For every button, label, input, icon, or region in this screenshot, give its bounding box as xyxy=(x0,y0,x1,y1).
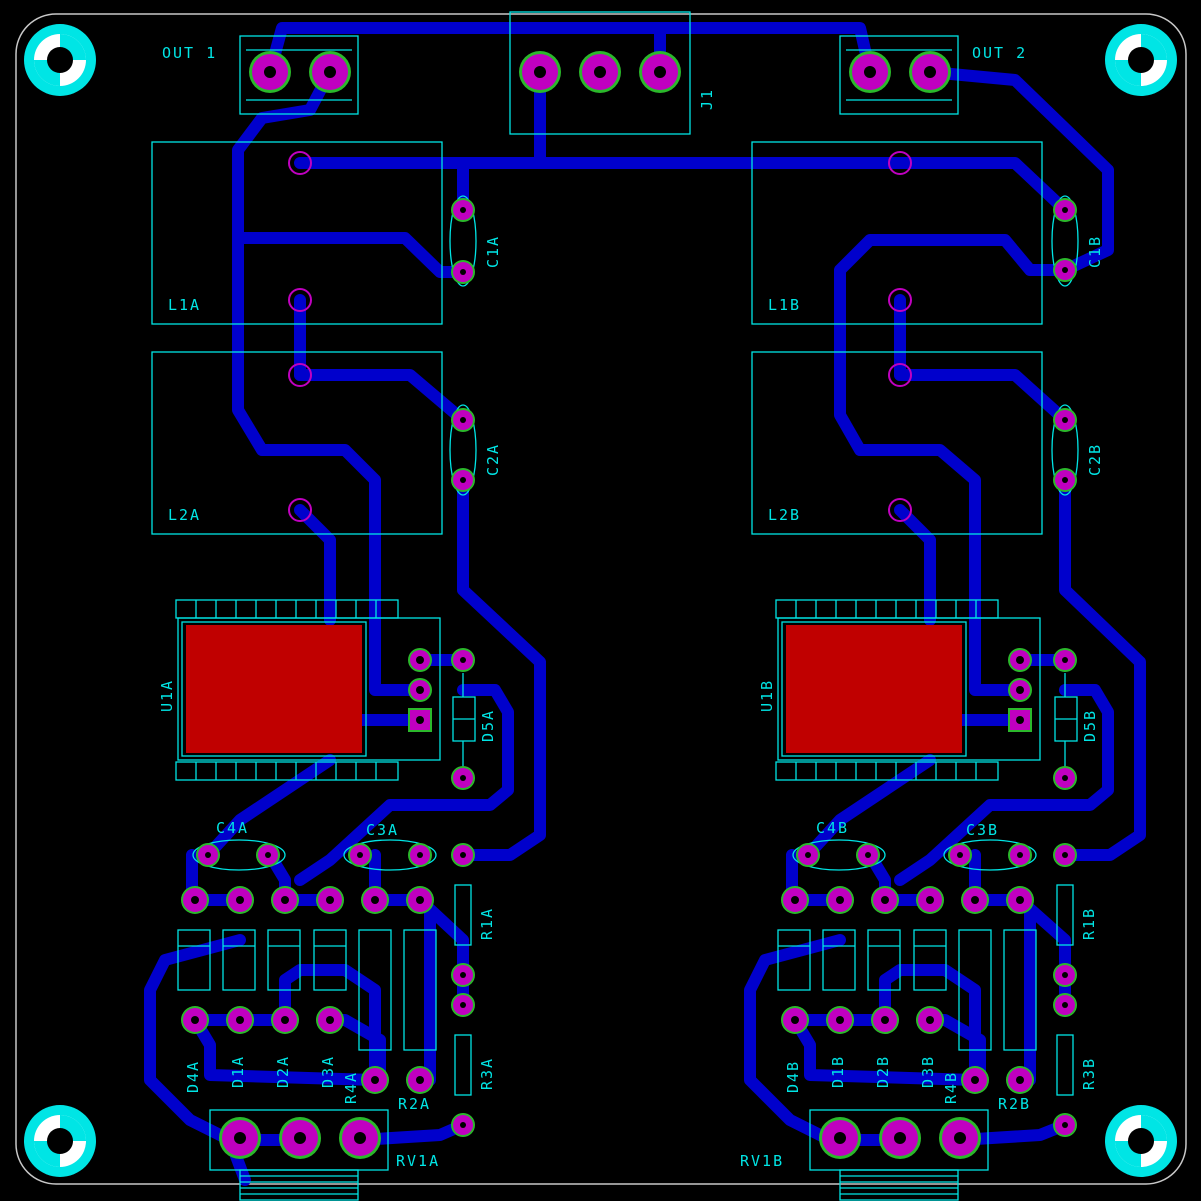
l2b-label: L2B xyxy=(768,506,801,524)
inductor-pads xyxy=(288,151,912,522)
u1a-label: U1A xyxy=(158,679,176,712)
heatsink-u1a xyxy=(186,625,362,753)
d4a-label: D4A xyxy=(184,1060,202,1093)
r1a-label: R1A xyxy=(478,907,496,940)
board-outline xyxy=(15,13,1187,1185)
l1b-label: L1B xyxy=(768,296,801,314)
lower-parts-a: D4A D1A D2A D3A R4A R2A R1A R3A xyxy=(177,884,496,1113)
connector-pads xyxy=(219,51,981,1159)
c2a-label: C2A xyxy=(484,443,502,476)
c2b-label: C2B xyxy=(1086,443,1104,476)
d3b-label: D3B xyxy=(919,1055,937,1088)
component-pads xyxy=(181,198,1077,1137)
capacitor-c4a: C4A xyxy=(192,819,286,871)
connector-j1: J1 xyxy=(509,11,716,135)
rv1b-label: RV1B xyxy=(740,1152,784,1170)
r2b-label: R2B xyxy=(998,1095,1031,1113)
u1b-label: U1B xyxy=(758,679,776,712)
connector-out1: OUT 1 xyxy=(162,35,359,115)
d2b-label: D2B xyxy=(874,1055,892,1088)
out2-label: OUT 2 xyxy=(972,44,1027,62)
d1b-label: D1B xyxy=(829,1055,847,1088)
capacitor-c4b: C4B xyxy=(792,819,886,871)
rv1a-label: RV1A xyxy=(396,1152,440,1170)
r3a-label: R3A xyxy=(478,1057,496,1090)
c3b-label: C3B xyxy=(966,821,999,839)
d3a-label: D3A xyxy=(319,1055,337,1088)
pot-rv1a: RV1A xyxy=(209,1109,440,1201)
d4b-label: D4B xyxy=(784,1060,802,1093)
inductor-l1a: L1A xyxy=(151,141,443,325)
c1b-label: C1B xyxy=(1086,235,1104,268)
d5a-label: D5A xyxy=(479,709,497,742)
heatsink-u1b xyxy=(786,625,962,753)
capacitor-c3a: C3A xyxy=(343,821,437,871)
d2a-label: D2A xyxy=(274,1055,292,1088)
connector-out2: OUT 2 xyxy=(839,35,1027,115)
l1a-label: L1A xyxy=(168,296,201,314)
inductor-l1b: L1B xyxy=(751,141,1043,325)
r1b-label: R1B xyxy=(1080,907,1098,940)
lower-parts-b: D4B D1B D2B D3B R4B R2B R1B R3B xyxy=(777,884,1098,1113)
j1-label: J1 xyxy=(698,88,716,110)
capacitor-c1b: C1B xyxy=(1051,195,1104,287)
c4b-label: C4B xyxy=(816,819,849,837)
capacitor-c2a: C2A xyxy=(449,404,502,496)
r3b-label: R3B xyxy=(1080,1057,1098,1090)
c3a-label: C3A xyxy=(366,821,399,839)
diode-d5a: D5A xyxy=(452,673,497,768)
inductor-l2b: L2B xyxy=(751,351,1043,535)
ic-u1b: U1B xyxy=(758,599,1041,781)
mounting-hole-icon xyxy=(24,24,1177,1177)
d5b-label: D5B xyxy=(1081,709,1099,742)
capacitor-c1a: C1A xyxy=(449,195,502,287)
r2a-label: R2A xyxy=(398,1095,431,1113)
pot-rv1b: RV1B xyxy=(740,1109,989,1201)
r4b-label: R4B xyxy=(942,1071,960,1104)
diode-d5b: D5B xyxy=(1054,673,1099,768)
inductor-l2a: L2A xyxy=(151,351,443,535)
c4a-label: C4A xyxy=(216,819,249,837)
c1a-label: C1A xyxy=(484,235,502,268)
l2a-label: L2A xyxy=(168,506,201,524)
r4a-label: R4A xyxy=(342,1071,360,1104)
ic-u1a: U1A xyxy=(158,599,441,781)
out1-label: OUT 1 xyxy=(162,44,217,62)
capacitor-c2b: C2B xyxy=(1051,404,1104,496)
capacitor-c3b: C3B xyxy=(943,821,1037,871)
d1a-label: D1A xyxy=(229,1055,247,1088)
